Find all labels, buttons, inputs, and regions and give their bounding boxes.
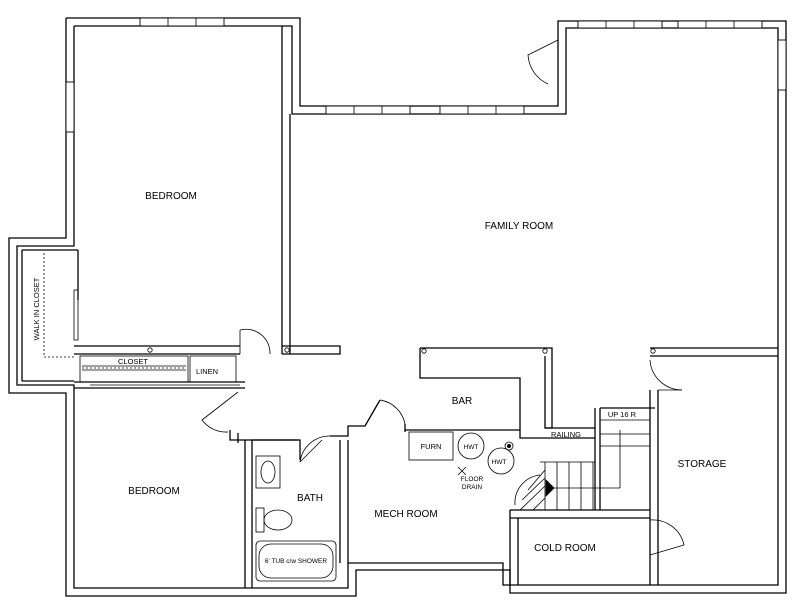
label-railing: RAILING [551, 430, 581, 439]
label-bath: BATH [297, 493, 323, 504]
mech-equipment [408, 431, 515, 476]
hwt-1-circle [457, 432, 485, 460]
label-bedroom-upper: BEDROOM [145, 191, 197, 202]
label-tub: 6' TUB c/w SHOWER [265, 558, 327, 565]
label-furn: FURN [421, 442, 442, 451]
label-bedroom-lower: BEDROOM [128, 486, 180, 497]
label-bar: BAR [452, 396, 473, 407]
furnace-box [408, 431, 454, 461]
label-stairs: UP 16 R [608, 410, 637, 419]
windows [65, 17, 787, 133]
label-closet: CLOSET [118, 357, 148, 366]
room-labels: BEDROOM FAMILY ROOM WALK IN CLOSET CLOSE… [32, 191, 727, 565]
stairs [519, 419, 650, 511]
label-linen: LINEN [196, 367, 218, 376]
bath-fixtures [255, 455, 337, 582]
label-hwt-2: HWT [492, 459, 507, 466]
label-storage: STORAGE [678, 459, 727, 470]
label-mech-room: MECH ROOM [374, 509, 437, 520]
label-family-room: FAMILY ROOM [485, 221, 554, 232]
closet-details [43, 253, 240, 386]
posts [147, 347, 656, 354]
label-walk-in-closet: WALK IN CLOSET [32, 277, 41, 340]
hwt-2-circle [487, 447, 515, 475]
label-cold-room: COLD ROOM [534, 543, 596, 554]
label-floor-drain-line-2: DRAIN [462, 484, 483, 491]
label-hwt-1: HWT [464, 444, 479, 451]
label-floor-drain-line-1: FLOOR [461, 476, 484, 483]
doors [201, 39, 685, 556]
